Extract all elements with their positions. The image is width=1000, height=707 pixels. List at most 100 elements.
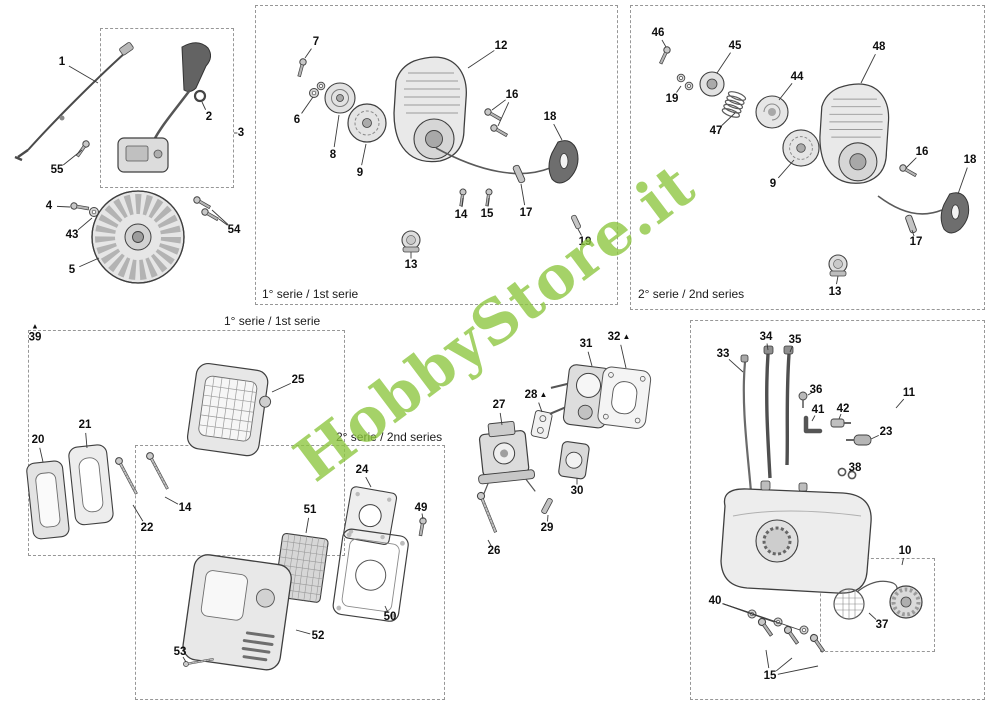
part-label-41: 41 [811,403,825,416]
part-label-9: 9 [769,177,777,190]
section-label: 1° serie / 1st serie [262,287,359,301]
part-label-30: 30 [570,484,584,497]
gasket-28-drawing [530,410,553,439]
part-label-51: 51 [303,503,317,516]
fitting-42-drawing [830,418,851,428]
part-label-49: 49 [414,501,428,514]
part-label-2: 2 [205,110,213,123]
part-label-14: 14 [178,501,192,514]
part-label-18: 18 [963,153,977,166]
part-label-48: 48 [872,40,886,53]
screw-49-drawing [416,516,428,537]
airfilter-serie1-box [28,330,345,556]
part-label-13: 13 [404,258,418,271]
cover-plate-50-drawing [332,528,409,622]
part-label-5: 5 [68,263,76,276]
aircleaner-housing-drawing [182,554,292,671]
part-label-9: 9 [356,166,364,179]
airfilter1-screws-drawing [113,450,171,496]
part-label-11: 11 [902,386,916,399]
part-label-53: 53 [173,645,187,658]
throttle-cable-drawing [14,42,134,162]
part-label-37: 37 [875,618,889,631]
part-label-18: 18 [543,110,557,123]
section-label: 2° serie / 2nd series [336,430,443,444]
part-label-47: 47 [709,124,723,137]
fuel-filter-23-drawing [846,434,872,446]
plate-24-drawing [343,486,398,545]
part-label-39: ▲39 [28,321,42,344]
part-label-16: 16 [915,145,929,158]
aircover-drawing [186,362,272,457]
part-label-38: 38 [848,461,862,474]
starter-serie1-box [255,5,618,305]
part-label-10: 10 [898,544,912,557]
part-label-20: 20 [31,433,45,446]
fuel-lines-drawing [740,345,794,493]
part-label-7: 7 [312,35,320,48]
part-label-27: 27 [492,398,506,411]
part-label-26: 26 [487,544,501,557]
part-label-23: 23 [879,425,893,438]
filter-frame-drawing [26,460,70,540]
fuel-tank-drawing [720,480,872,594]
part-label-55: 55 [50,163,64,176]
part-label-22: 22 [140,521,154,534]
part-label-21: 21 [78,418,92,431]
part-label-15: 15 [480,207,494,220]
part-label-25: 25 [291,373,305,386]
part-label-6: 6 [293,113,301,126]
part-label-13: 13 [828,285,842,298]
section-label: 2° serie / 2nd series [638,287,745,301]
part-label-14: 14 [454,208,468,221]
part-label-17: 17 [519,206,533,219]
part-label-4: 4 [45,199,53,212]
part-label-40: 40 [708,594,722,607]
part-label-15: 15 [763,669,777,682]
part-label-16: 16 [505,88,519,101]
part-label-35: 35 [788,333,802,346]
part-label-3: 3 [237,126,245,139]
ignition-coil-drawing [117,137,169,173]
part-label-24: 24 [355,463,369,476]
part-label-43: 43 [65,228,79,241]
part-label-28: 28▲ [524,388,548,401]
gasket-32-drawing [597,366,652,429]
part-label-46: 46 [651,26,665,39]
part-label-19: 19 [578,235,592,248]
part-label-42: 42 [836,402,850,415]
part-label-50: 50 [383,610,397,623]
part-label-1: 1 [58,55,66,68]
retaining-ring-drawing [193,89,207,103]
part-label-29: 29 [540,521,554,534]
part-label-12: 12 [494,39,508,52]
throttle-trigger-drawing [152,42,212,141]
carburetor-drawing [478,420,536,500]
part-label-33: 33 [716,347,730,360]
part-label-17: 17 [909,235,923,248]
starter2-drawing [657,45,970,277]
part-label-44: 44 [790,70,804,83]
part-label-19: 19 [665,92,679,105]
stud-26-drawing [475,490,500,534]
part-label-31: 31 [579,337,593,350]
fuelcap-box [820,558,935,652]
pin-29-drawing [541,498,553,514]
fueltank-box [690,320,985,700]
vent-36-drawing [798,391,808,408]
section-label: 1° serie / 1st serie [224,314,321,328]
flywheel-screws-drawing [192,195,220,223]
part-label-8: 8 [329,148,337,161]
spacer-30-drawing [558,441,590,480]
elbow-41-drawing [803,415,823,434]
airfilter-serie2-box [135,445,445,700]
part-label-54: 54 [227,223,241,236]
starter-serie2-box [630,5,985,310]
filter-element-drawing [68,444,114,526]
tank-screws-drawing [747,609,827,654]
coil-screws-drawing [69,139,99,217]
part-label-36: 36 [809,383,823,396]
starter1-drawing [295,56,581,253]
